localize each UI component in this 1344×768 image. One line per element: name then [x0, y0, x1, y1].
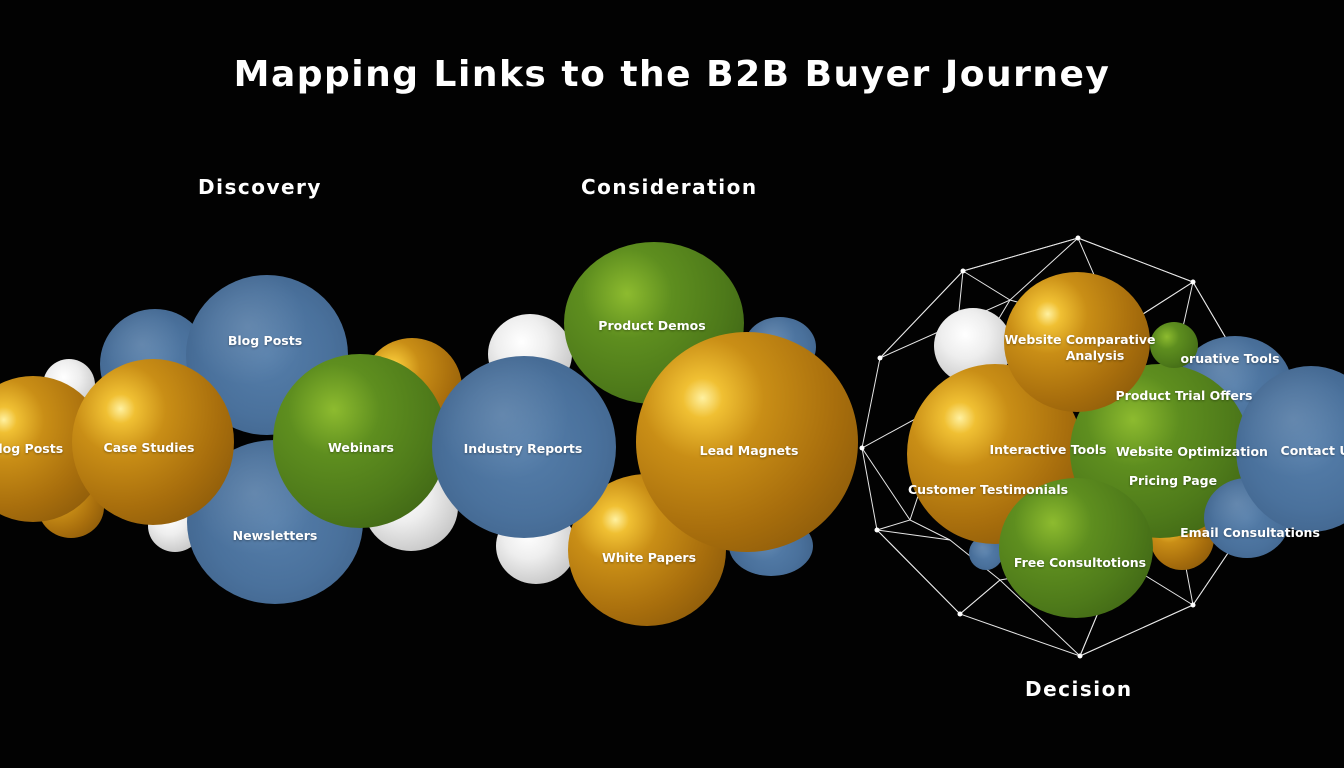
- webinars-sphere[interactable]: [273, 354, 447, 528]
- interactive-tools-label: Interactive Tools: [989, 442, 1107, 457]
- blog-posts-partial-label: Blog Posts: [0, 441, 64, 456]
- stage-decision-heading: Decision: [1025, 677, 1133, 701]
- website-comparative-analysis-line2: Analysis: [1065, 348, 1125, 363]
- website-comparative-analysis-label: Website Comparative Analysis: [1005, 332, 1156, 364]
- website-comparative-analysis-sphere[interactable]: [1004, 272, 1150, 412]
- stage-discovery-heading: Discovery: [198, 175, 322, 199]
- case-studies-label: Case Studies: [103, 440, 195, 455]
- pricing-page-label: Pricing Page: [1128, 473, 1218, 488]
- industry-reports-label: Industry Reports: [463, 441, 583, 456]
- contact-us-label: Contact U: [1280, 443, 1344, 458]
- free-consultations-label: Free Consultotions: [1013, 555, 1147, 570]
- webinars-label: Webinars: [328, 440, 394, 455]
- website-comparative-analysis-line1: Website Comparative: [1004, 332, 1156, 347]
- email-consultations-label: Email Consultations: [1180, 525, 1320, 540]
- lead-magnets-label: Lead Magnets: [699, 443, 799, 458]
- white-papers-label: White Papers: [601, 550, 697, 565]
- lead-magnets-sphere[interactable]: [636, 332, 858, 552]
- blog-posts-label: Blog Posts: [227, 333, 303, 348]
- case-studies-sphere[interactable]: [72, 359, 234, 525]
- stage-consideration-heading: Consideration: [581, 175, 758, 199]
- comparative-tools-label: oruative Tools: [1180, 351, 1280, 366]
- free-consultations-sphere[interactable]: [999, 478, 1153, 618]
- page-title: Mapping Links to the B2B Buyer Journey: [233, 54, 1111, 95]
- green-sphere: [1150, 322, 1198, 368]
- industry-reports-sphere[interactable]: [432, 356, 616, 538]
- website-optimization-label: Website Optimization: [1116, 444, 1268, 459]
- product-demos-label: Product Demos: [598, 318, 706, 333]
- newsletters-label: Newsletters: [232, 528, 318, 543]
- customer-testimonials-label: Customer Testimonials: [907, 482, 1069, 497]
- product-trial-offers-label: Product Trial Offers: [1115, 388, 1253, 403]
